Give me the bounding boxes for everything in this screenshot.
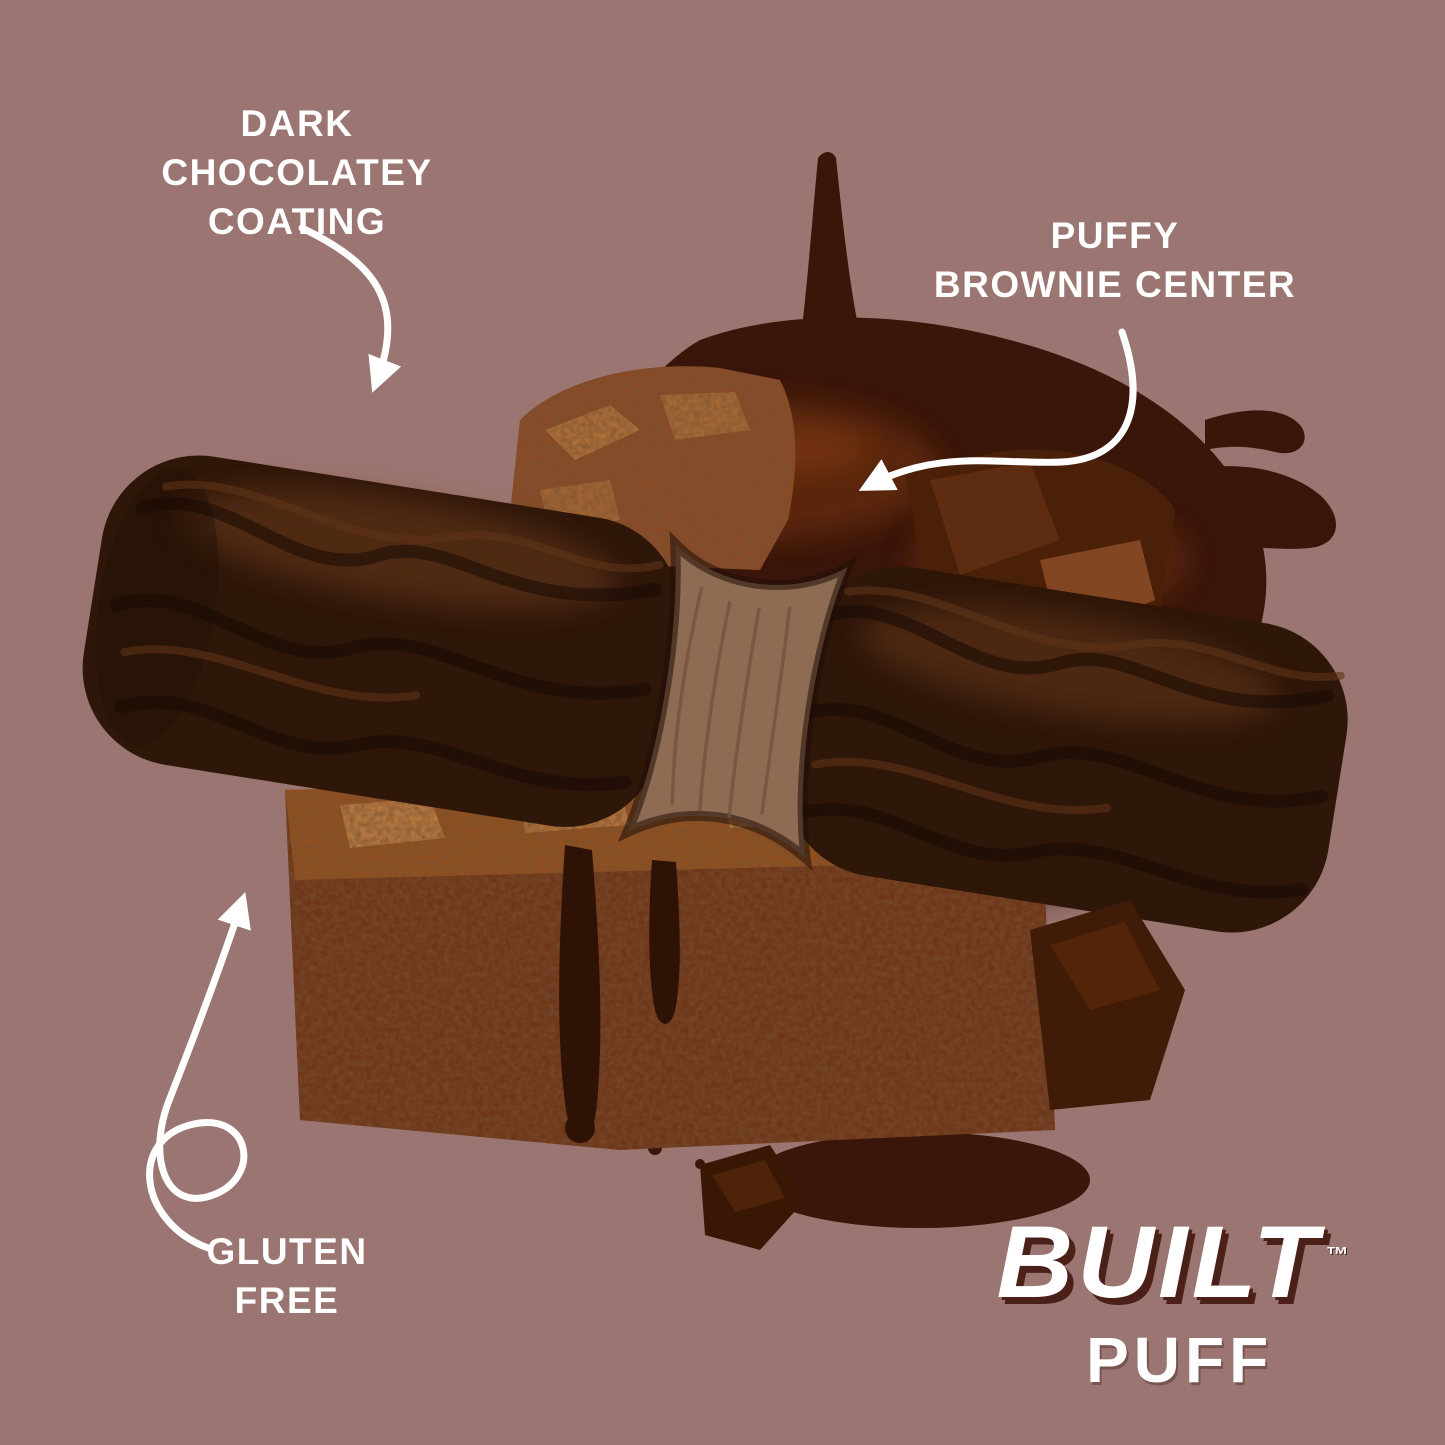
chocolate-bar — [82, 455, 1348, 933]
puffy-brownie-center — [617, 530, 858, 871]
chocolate-chunk-front — [700, 1145, 805, 1250]
trademark-symbol: ™ — [1326, 1242, 1349, 1267]
callout-puffy-brownie-center: PUFFY BROWNIE CENTER — [915, 212, 1315, 310]
chocolate-chunk-bottom-right — [1030, 900, 1185, 1110]
callout-coating-line2: CHOCOLATEY COATING — [161, 151, 433, 242]
arrow-coating-icon — [298, 224, 402, 393]
brand-product-name: PUFF — [1086, 1324, 1274, 1396]
callout-center-line2: BROWNIE CENTER — [933, 263, 1297, 305]
chocolate-drips — [559, 845, 680, 1143]
arrow-gluten-free-icon — [146, 892, 251, 1252]
callout-gluten-line1: GLUTEN — [206, 1231, 368, 1272]
callout-center-line1: PUFFY — [1050, 215, 1180, 256]
arrow-brownie-center-icon — [858, 328, 1137, 491]
brand-name-text: BUILT — [996, 1205, 1322, 1319]
callout-gluten-free: GLUTEN FREE — [87, 1228, 487, 1326]
callout-dark-chocolatey-coating: DARK CHOCOLATEY COATING — [97, 100, 497, 246]
callout-coating-line1: DARK — [240, 103, 354, 144]
callout-gluten-line2: FREE — [234, 1279, 340, 1321]
